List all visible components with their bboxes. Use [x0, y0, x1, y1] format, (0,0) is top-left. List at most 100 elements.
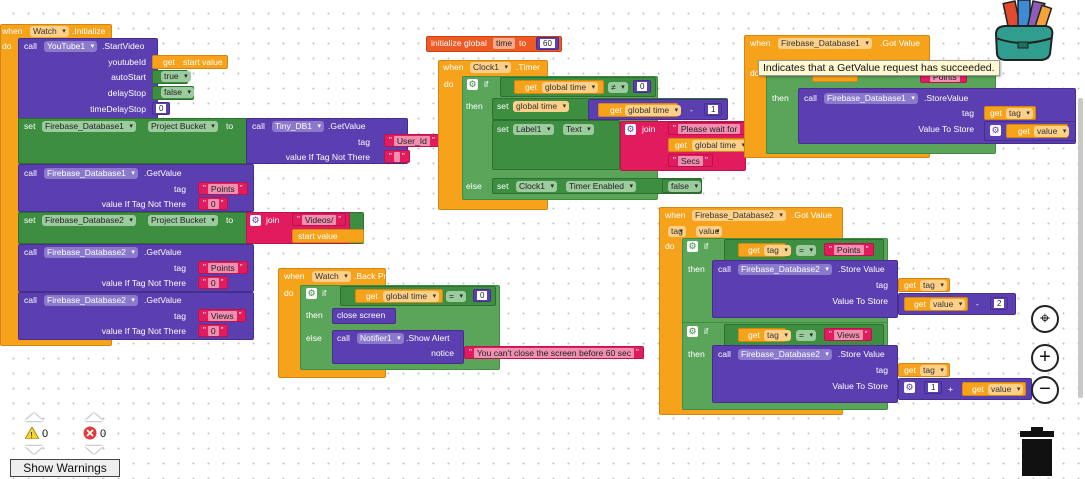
component-dropdown[interactable]: Watch: [312, 271, 351, 282]
youtube-component-dropdown[interactable]: YouTube1: [44, 41, 98, 52]
get-start-value-block[interactable]: [292, 229, 364, 243]
text-block[interactable]: "0": [198, 276, 229, 289]
var-dropdown[interactable]: tag: [920, 280, 947, 291]
var-dropdown[interactable]: tag: [764, 330, 791, 341]
var-dropdown[interactable]: value: [1034, 126, 1070, 137]
number-block[interactable]: 0: [633, 80, 652, 93]
var-dropdown[interactable]: value: [988, 384, 1024, 395]
vertical-scrollbar[interactable]: [1078, 98, 1083, 398]
number-block[interactable]: 1: [704, 103, 723, 116]
zoom-in-button[interactable]: +: [1031, 344, 1059, 372]
gear-icon[interactable]: ⚙: [467, 79, 478, 90]
number-block[interactable]: 2: [990, 297, 1009, 310]
gear-icon[interactable]: ⚙: [687, 326, 698, 337]
text-block[interactable]: "Views": [824, 328, 873, 341]
recenter-icon[interactable]: ⌖: [1031, 305, 1059, 333]
gear-icon[interactable]: ⚙: [687, 241, 698, 252]
if-label: if: [704, 326, 709, 336]
param-label: tag: [174, 263, 186, 273]
firebase-dropdown[interactable]: Firebase_Database2: [738, 349, 832, 360]
notifier-dropdown[interactable]: Notifier1: [357, 333, 404, 344]
operator-dropdown[interactable]: =: [796, 245, 816, 256]
svg-text:!: !: [31, 431, 33, 439]
var-dropdown[interactable]: tag: [1006, 108, 1033, 119]
text-block[interactable]: "Points": [824, 243, 874, 256]
var-dropdown[interactable]: global time: [625, 105, 682, 116]
var-dropdown[interactable]: global time: [542, 82, 599, 93]
warning-next-arrow[interactable]: [25, 446, 43, 454]
tinydb-getvalue-block[interactable]: [246, 118, 408, 164]
number-block[interactable]: 0: [152, 102, 171, 115]
var-dropdown[interactable]: tag: [764, 245, 791, 256]
gear-icon[interactable]: ⚙: [625, 124, 636, 135]
firebase-dropdown[interactable]: Firebase_Database1: [778, 38, 872, 49]
text-block[interactable]: "Secs": [668, 154, 713, 167]
operator-dropdown[interactable]: =: [796, 330, 816, 341]
trash-icon[interactable]: [1018, 427, 1056, 477]
method-name: .GetValue: [144, 247, 182, 257]
bool-dropdown[interactable]: false: [668, 181, 701, 192]
number-block[interactable]: 1: [924, 381, 943, 394]
property-dropdown[interactable]: Project Bucket: [148, 215, 218, 226]
error-prev-arrow[interactable]: [85, 413, 103, 421]
number-block[interactable]: 60: [536, 37, 559, 50]
text-block[interactable]: "Videos/": [292, 213, 347, 226]
component-dropdown[interactable]: Watch: [30, 26, 69, 37]
var-name-field[interactable]: time: [493, 38, 516, 49]
param-tag[interactable]: tag: [668, 226, 686, 237]
number-block[interactable]: 0: [473, 289, 492, 302]
var-dropdown[interactable]: value: [930, 299, 966, 310]
set-label-text-block[interactable]: [492, 120, 620, 170]
param-label: Value To Store: [918, 124, 974, 134]
operator-label: +: [948, 384, 954, 394]
text-block[interactable]: "Views": [198, 309, 247, 322]
warning-prev-arrow[interactable]: [25, 413, 43, 421]
property-dropdown[interactable]: Timer Enabled: [566, 181, 636, 192]
firebase-dropdown[interactable]: Firebase_Database2: [738, 264, 832, 275]
clock-dropdown[interactable]: Clock1: [516, 181, 557, 192]
property-dropdown[interactable]: Project Bucket: [148, 121, 218, 132]
tinydb-dropdown[interactable]: Tiny_DB1: [272, 121, 325, 132]
firebase-dropdown[interactable]: Firebase_Database1: [42, 121, 136, 132]
bool-dropdown[interactable]: false: [161, 87, 194, 98]
text-block[interactable]: "0": [198, 324, 229, 337]
firebase-dropdown[interactable]: Firebase_Database2: [42, 215, 136, 226]
get-start-value-block[interactable]: [152, 55, 228, 69]
zoom-out-button[interactable]: −: [1031, 376, 1059, 404]
operator-dropdown[interactable]: =: [446, 291, 466, 302]
var-dropdown[interactable]: global time: [692, 140, 749, 151]
gear-icon[interactable]: ⚙: [990, 125, 1001, 136]
gear-icon[interactable]: ⚙: [306, 288, 317, 299]
firebase-dropdown[interactable]: Firebase_Database2: [692, 210, 786, 221]
property-dropdown[interactable]: Text: [563, 124, 594, 135]
text-block[interactable]: "Points": [198, 261, 248, 274]
text-block[interactable]: "User_Id": [384, 134, 440, 147]
firebase-dropdown[interactable]: Firebase_Database2: [44, 247, 138, 258]
var-dropdown[interactable]: tag: [920, 365, 947, 376]
close-screen-block[interactable]: [332, 308, 396, 324]
clock-dropdown[interactable]: Clock1: [470, 62, 511, 73]
notifier-showalert-block[interactable]: [332, 330, 464, 364]
gear-icon[interactable]: ⚙: [250, 215, 261, 226]
backpack-icon[interactable]: [992, 0, 1056, 62]
bool-dropdown[interactable]: true: [161, 71, 191, 82]
var-dropdown[interactable]: global time: [513, 101, 570, 112]
firebase-dropdown[interactable]: Firebase_Database1: [44, 168, 138, 179]
firebase-dropdown[interactable]: Firebase_Database2: [44, 295, 138, 306]
text-block[interactable]: "You can't close the screen before 60 se…: [464, 346, 644, 359]
param-value[interactable]: value: [696, 226, 723, 237]
operator-dropdown[interactable]: ≠: [608, 82, 628, 93]
error-next-arrow[interactable]: [85, 446, 103, 454]
firebase-dropdown[interactable]: Firebase_Database1: [824, 93, 918, 104]
label-dropdown[interactable]: Label1: [513, 124, 554, 135]
show-warnings-button[interactable]: Show Warnings: [10, 459, 120, 477]
var-dropdown[interactable]: global time: [383, 291, 440, 302]
get-label: get: [1018, 126, 1030, 136]
gear-icon[interactable]: ⚙: [904, 382, 915, 393]
get-label: get: [990, 108, 1002, 118]
text-block[interactable]: " ": [384, 150, 410, 163]
text-block[interactable]: "Points": [198, 182, 248, 195]
text-block[interactable]: "Please wait for: [668, 122, 748, 135]
text-block[interactable]: "0": [198, 197, 229, 210]
